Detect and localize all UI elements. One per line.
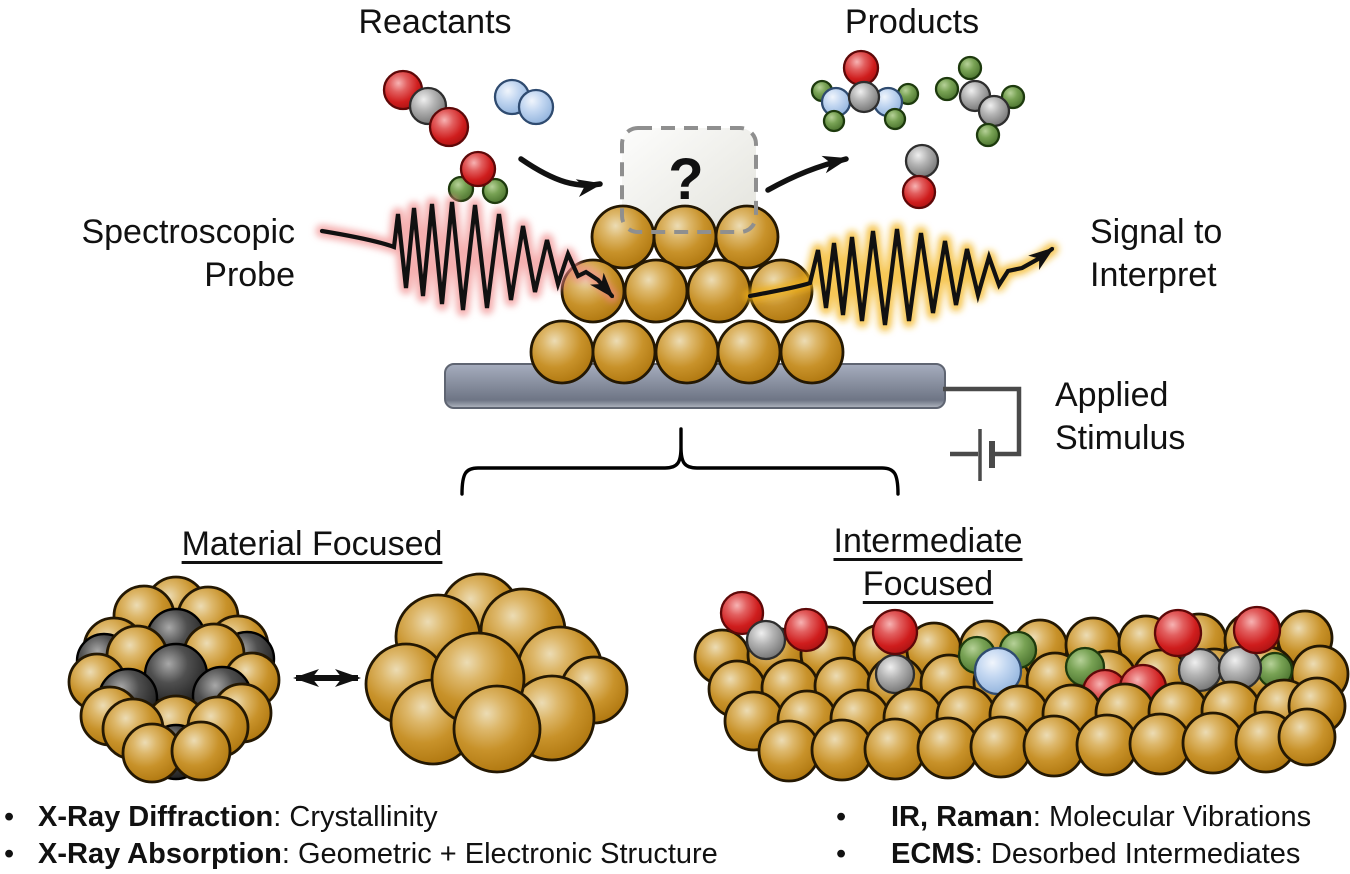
atom-sphere [871,608,919,656]
atom-sphere [1075,713,1139,777]
atom-sphere [934,76,960,102]
question-box-fill [622,128,756,232]
stimulus-label-line2: Stimulus [1055,419,1186,457]
signal-label-line2: Interpret [1090,256,1217,294]
atom-sphere [719,590,765,636]
atom-sphere [810,718,874,782]
bullet-term: X-Ray Diffraction [38,801,274,833]
atom-sphere [1153,608,1203,658]
atom-sphere [652,204,718,270]
atom-sphere [904,143,940,179]
signal-wave-arrow [743,222,1059,332]
atom-sphere [842,49,880,87]
atom-sphere [1181,711,1245,775]
atom-sphere [428,106,470,148]
bullet-dot: • [4,838,15,870]
bullet-dot: • [836,838,847,870]
mixed-nanoparticle-cluster [67,575,281,784]
bullet-dot: • [4,801,15,833]
question-mark-label: ? [668,147,704,212]
bullet-desc: : Geometric + Electronic Structure [281,838,718,870]
atom-sphere [901,174,937,210]
atom-sphere [1232,605,1282,655]
atom-sphere [779,319,845,385]
bullet-desc: : Desorbed Intermediates [974,838,1301,870]
atom-sphere [874,653,916,695]
catalyst-surface-with-intermediates [693,590,1350,783]
atom-sphere [1128,712,1192,776]
atom-sphere [452,684,542,774]
atom-sphere [1277,707,1337,767]
atom-sphere [1022,714,1086,778]
probe-label-line2: Probe [204,256,295,294]
bullet-term: X-Ray Absorption [38,838,282,870]
bullet-term: IR, Raman [891,801,1033,833]
atom-sphere [481,177,509,205]
intermediate-bullet-2: • ECMS: Desorbed Intermediates [836,838,1300,871]
atom-sphere [623,258,689,324]
reactants-to-catalyst-arrow [518,156,603,197]
intermediate-bullet-1: • IR, Raman: Molecular Vibrations [836,801,1311,834]
stimulus-label: Applied Stimulus [1055,374,1315,460]
atom-sphere [686,258,752,324]
material-bullet-2: • X-Ray Absorption: Geometric + Electron… [4,838,718,871]
probe-label: Spectroscopic Probe [40,211,295,297]
material-bullet-1: • X-Ray Diffraction: Crystallinity [4,801,438,834]
gold-nanoparticle-cluster [364,572,629,774]
material-focused-heading: Material Focused [181,525,443,563]
atom-sphere [975,122,1001,148]
probe-label-line1: Spectroscopic [81,213,295,251]
atom-sphere [591,319,657,385]
atom-sphere [517,88,555,126]
atom-sphere [714,204,780,270]
atom-sphere [957,55,983,81]
atom-sphere [716,319,782,385]
reactant-molecules [382,69,555,205]
stimulus-label-line1: Applied [1055,376,1169,414]
atom-sphere [863,717,927,781]
atom-sphere [459,150,497,188]
atom-sphere [529,319,595,385]
atom-sphere [883,107,907,131]
atom-sphere [822,109,846,133]
atom-sphere [170,720,232,782]
reactants-label: Reactants [358,3,512,41]
bullet-desc: : Molecular Vibrations [1032,801,1312,833]
products-label: Products [844,3,980,41]
atom-sphere [757,719,821,783]
signal-label: Signal to Interpret [1090,211,1350,297]
bullet-dot: • [836,801,847,833]
atom-sphere [847,80,881,114]
product-molecules [810,49,1026,210]
catalyst-to-products-arrow [765,155,849,193]
bullet-desc: : Crystallinity [273,801,438,833]
battery-symbol [943,386,1022,481]
intermediate-focused-heading: Intermediate Focused [833,522,1023,603]
question-box-border [620,126,758,234]
probe-wave-arrow [315,195,619,317]
signal-label-line1: Signal to [1090,213,1223,251]
atom-sphere [916,716,980,780]
atom-sphere [969,715,1033,779]
atom-sphere [783,607,829,653]
atom-sphere [977,94,1011,128]
bullet-term: ECMS [891,838,975,870]
atom-sphere [654,319,720,385]
atom-sphere [745,619,787,661]
brace [460,427,900,496]
